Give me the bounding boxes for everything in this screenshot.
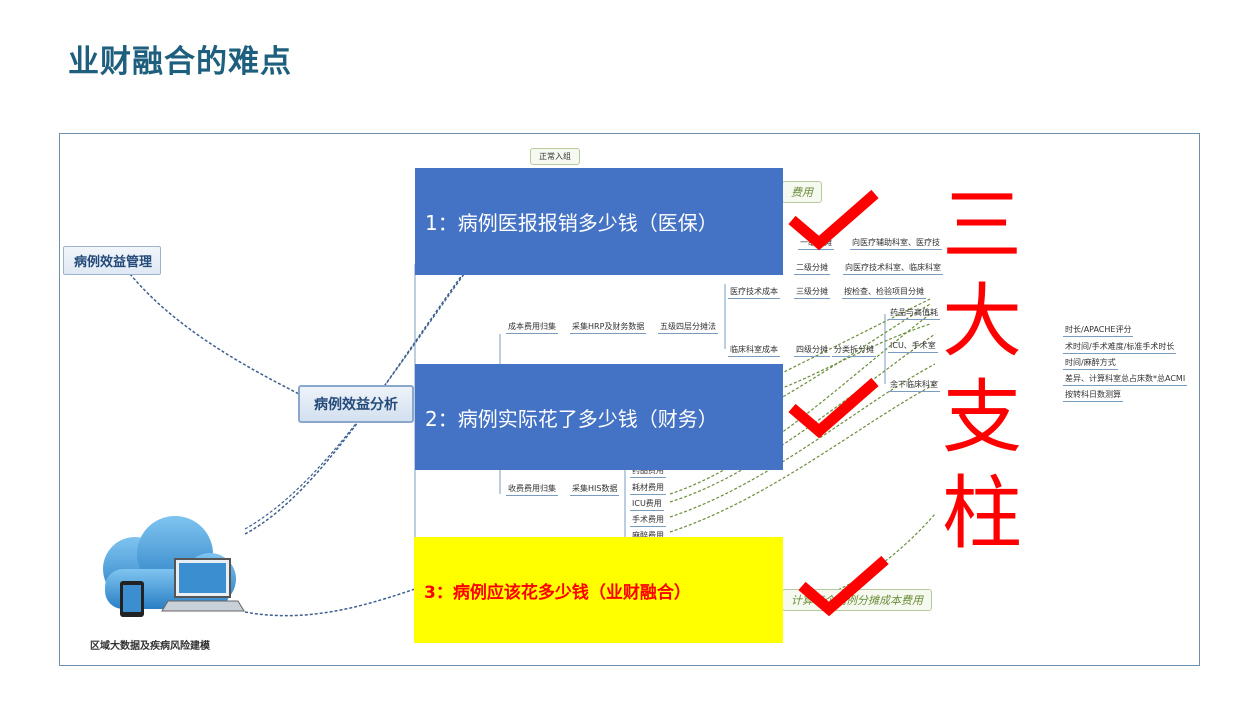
mindmap-node-rule-2: 术时间/手术难度/标准手术时长 <box>1063 341 1177 354</box>
three-pillars-text: 三 大 支 柱 <box>937 178 1027 562</box>
mindmap-node-med-tech-cost: 医疗技术成本 <box>728 286 780 299</box>
mindmap-node-level3: 三级分摊 <box>794 286 830 299</box>
mindmap-node-income-collect: 收费费用归集 <box>506 483 558 496</box>
mindmap-node-mgmt: 病例效益管理 <box>63 246 162 275</box>
green-connector-4 <box>669 383 936 533</box>
mindmap-node-hrp: 采集HRP及财务数据 <box>570 321 647 334</box>
pillar-char: 支 <box>942 371 1022 464</box>
mindmap-node-surgery-fee: 手术费用 <box>630 514 666 527</box>
check-icon-3 <box>798 555 889 617</box>
mindmap-node-drug-high-value: 药品与高值耗 <box>888 307 940 320</box>
connector-cloud-analysis <box>244 263 471 535</box>
connector-cloud-bottom <box>244 588 416 617</box>
cloud-label: 区域大数据及疾病风险建模 <box>90 641 210 652</box>
green-connector-2 <box>669 333 936 503</box>
pillar-char: 柱 <box>942 467 1022 560</box>
mindmap-node-level2: 二级分摊 <box>794 262 830 275</box>
mindmap-node-consumable-fee: 耗材费用 <box>630 482 666 495</box>
cloud-devices-icon <box>103 516 245 617</box>
mindmap-node-icu-fee: ICU费用 <box>630 498 664 511</box>
mindmap-node-his: 采集HIS数据 <box>570 483 620 496</box>
overlay-box-finance: 2：病例实际花了多少钱（财务） <box>415 364 783 470</box>
mindmap-node-level1-target: 向医疗辅助科室、医疗技 <box>850 237 942 250</box>
mindmap-node-level4: 四级分摊 <box>794 344 830 357</box>
check-icon-2 <box>788 377 879 439</box>
mindmap-node-split-type: 分类拆分摊 <box>832 344 876 357</box>
mindmap-node-rule-4: 差异、计算科室总占床数*总ACMI <box>1063 373 1188 386</box>
mindmap-node-normal-group: 正常入组 <box>530 148 580 165</box>
slide-title: 业财融合的难点 <box>68 44 292 80</box>
overlay-box-integration: 3：病例应该花多少钱（业财融合） <box>414 537 783 643</box>
mindmap-node-icu-surgery: ICU、手术室 <box>888 340 938 353</box>
mindmap-node-rule-3: 时间/麻醉方式 <box>1063 357 1118 370</box>
mindmap-node-rule-5: 按转科日数测算 <box>1063 389 1123 402</box>
overlay-box-insurance: 1：病例医报报销多少钱（医保） <box>415 168 783 275</box>
green-connector-3 <box>669 363 936 518</box>
pillar-char: 三 <box>942 179 1022 272</box>
mindmap-node-level2-target: 向医疗技术科室、临床科室 <box>843 262 943 275</box>
connector-mgmt-analysis <box>129 273 306 398</box>
mindmap-node-drug-fee: 药品费用 <box>630 465 666 478</box>
pillar-char: 大 <box>942 275 1022 368</box>
mindmap-node-clinical-cost: 临床科室成本 <box>728 344 780 357</box>
mindmap-node-other-clinical: 余下临床科室 <box>888 379 940 392</box>
mindmap-node-five-level: 五级四层分摊法 <box>658 321 718 334</box>
check-icon-1 <box>788 189 879 251</box>
green-connector-7 <box>779 323 931 390</box>
mindmap-node-cost-collect: 成本费用归集 <box>506 321 558 334</box>
mindmap-node-level3-target: 按检查、检验项目分摊 <box>842 286 926 299</box>
green-connector-6 <box>779 298 931 375</box>
mindmap-node-rule-1: 时长/APACHE评分 <box>1063 324 1134 337</box>
mindmap-node-analysis: 病例效益分析 <box>298 385 414 423</box>
mindmap-node-cost-fragment: 费用 <box>782 181 822 203</box>
